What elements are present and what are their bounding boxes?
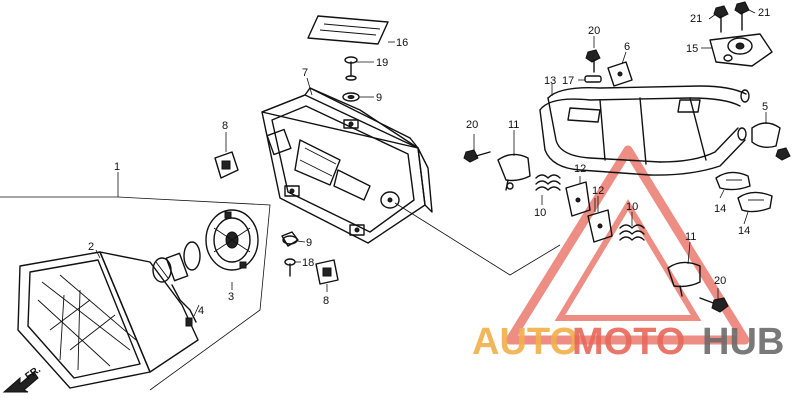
bracket-lower (587, 209, 613, 243)
leader-line (0, 172, 119, 198)
bulb-socket (205, 209, 259, 271)
leader-lines (95, 9, 767, 317)
label-sticker (307, 15, 389, 45)
nut-clip-lower (315, 259, 339, 285)
headlight-bulb (152, 241, 201, 327)
callout-14-upper: 14 (714, 203, 726, 215)
front-direction-arrow (2, 371, 39, 393)
callout-5: 5 (762, 101, 768, 113)
clamp-right (751, 122, 791, 161)
callout-19: 19 (376, 57, 388, 69)
callout-14-lower: 14 (738, 225, 750, 237)
callout-10-left: 10 (534, 207, 546, 219)
grommet-top (342, 92, 360, 102)
callout-11-upper: 11 (508, 119, 519, 131)
clamp-14-upper (715, 171, 751, 191)
bolt-lower (699, 297, 729, 313)
clamp-14-lower (737, 191, 773, 213)
callout-7: 7 (302, 67, 308, 79)
headlight-case (261, 87, 561, 276)
watermark-text: AUTO MOTO HUB (472, 321, 784, 363)
nut-clip-upper (214, 151, 239, 179)
callout-20-left: 20 (466, 119, 478, 131)
callout-3: 3 (228, 291, 234, 303)
leader-line (117, 196, 271, 391)
callout-4: 4 (198, 305, 204, 317)
bolt-left (463, 149, 491, 163)
headlight-stay-frame (539, 85, 750, 176)
spring-upper (535, 174, 561, 191)
callout-20-lower: 20 (714, 275, 726, 287)
callout-12-upper: 12 (574, 163, 586, 175)
callout-9-lower: 9 (306, 237, 312, 249)
spring-lower (619, 224, 645, 241)
watermark-hub: HUB (702, 321, 784, 363)
screw-lower (284, 258, 296, 277)
bolt-21-right (734, 1, 750, 31)
callout-2: 2 (88, 241, 94, 253)
clip-top (607, 61, 633, 87)
grommet-lower (281, 231, 299, 247)
clamp-upper (497, 153, 531, 191)
callout-8-upper: 8 (222, 120, 228, 132)
clamp-lower (667, 261, 701, 297)
callout-15: 15 (686, 43, 698, 55)
callout-21-right: 21 (758, 7, 770, 19)
bolt-21-left (713, 5, 729, 33)
watermark-moto: MOTO (572, 321, 685, 363)
callout-8-lower: 8 (323, 295, 329, 307)
bolt-top (585, 49, 601, 73)
callout-6: 6 (624, 41, 630, 53)
callout-21-left: 21 (690, 13, 702, 25)
bracket-upper-mount (709, 33, 773, 67)
watermark-auto: AUTO (472, 321, 579, 363)
screw (344, 56, 358, 81)
bracket-upper (565, 181, 591, 217)
callout-16: 16 (396, 37, 408, 49)
callout-9-upper: 9 (376, 92, 382, 104)
watermark-logo-triangle (505, 145, 750, 345)
callout-labels: 1 2 3 4 5 6 7 8 8 9 9 10 10 11 11 12 12 … (88, 7, 770, 317)
callout-11-lower: 11 (685, 231, 696, 243)
callout-20-top: 20 (588, 25, 600, 37)
callout-10-right: 10 (626, 201, 638, 213)
callout-1: 1 (114, 161, 120, 173)
callout-18: 18 (302, 257, 314, 269)
callout-17: 17 (562, 75, 574, 87)
pin (584, 75, 602, 83)
callout-13: 13 (544, 75, 556, 87)
callout-12-lower: 12 (592, 185, 604, 197)
